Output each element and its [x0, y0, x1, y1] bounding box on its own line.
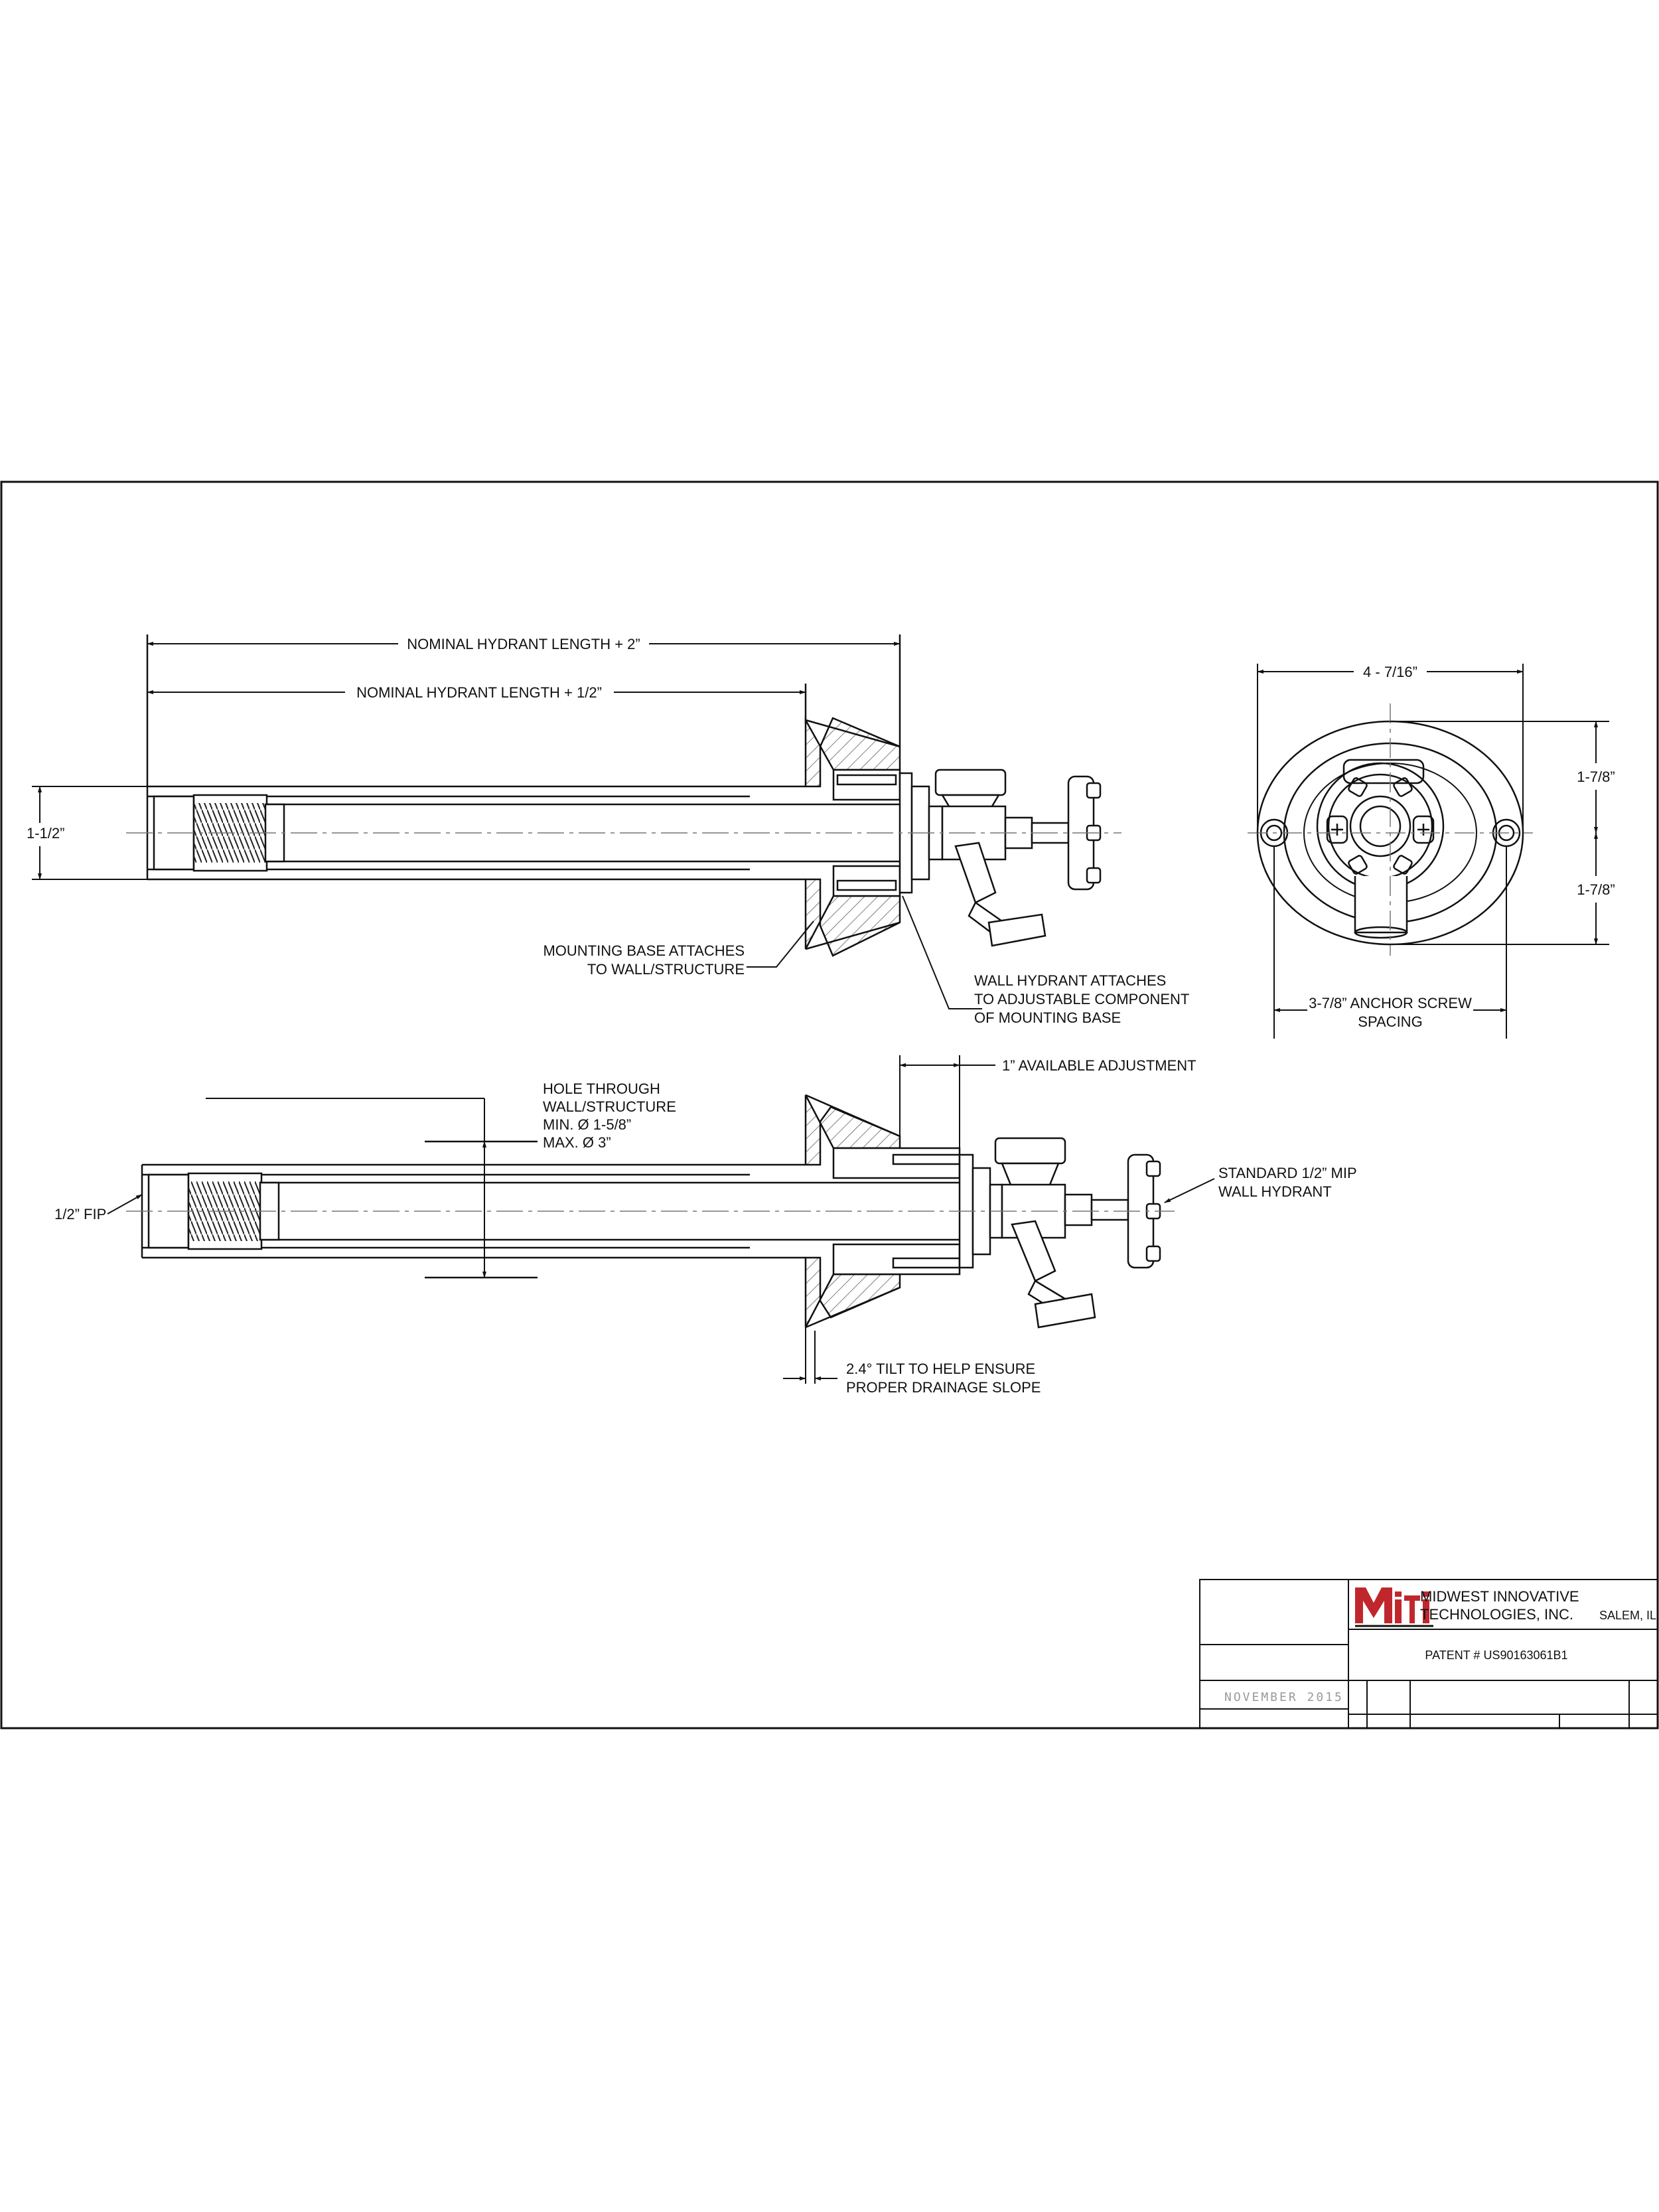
label-wall-hydrant-1: WALL HYDRANT ATTACHES — [974, 972, 1166, 989]
bottom-side-view — [141, 1094, 1161, 1329]
label-hole-1: HOLE THROUGH — [543, 1080, 660, 1097]
company-line-2: TECHNOLOGIES, INC. — [1420, 1606, 1573, 1623]
label-upper-1-7-8: 1-7/8” — [1577, 769, 1615, 785]
label-mip-1: STANDARD 1/2” MIP — [1218, 1165, 1357, 1181]
label-tilt-2: PROPER DRAINAGE SLOPE — [846, 1379, 1041, 1396]
end-view-center-lines — [1248, 703, 1533, 956]
label-lower-1-7-8: 1-7/8” — [1577, 881, 1615, 898]
label-hole-3: MIN. Ø 1-5/8” — [543, 1116, 631, 1133]
patent-number: PATENT # US90163061B1 — [1425, 1649, 1567, 1662]
sheet-border — [0, 480, 1659, 1730]
label-available-adjustment: 1” AVAILABLE ADJUSTMENT — [1002, 1057, 1196, 1074]
top-dimensions — [32, 642, 982, 1009]
label-dia-1-half: 1-1/2” — [27, 825, 64, 842]
label-tilt-1: 2.4° TILT TO HELP ENSURE — [846, 1361, 1035, 1377]
bottom-dimensions — [107, 1055, 1215, 1384]
company-line-1: MIDWEST INNOVATIVE — [1420, 1588, 1579, 1605]
label-mounting-base-1: MOUNTING BASE ATTACHES — [543, 942, 745, 959]
label-wall-hydrant-3: OF MOUNTING BASE — [974, 1009, 1121, 1026]
label-hole-4: MAX. Ø 3” — [543, 1134, 611, 1151]
label-width-4-7-16: 4 - 7/16” — [1363, 664, 1417, 680]
label-nominal-plus-2: NOMINAL HYDRANT LENGTH + 2” — [407, 636, 640, 652]
label-fip: 1/2” FIP — [54, 1206, 106, 1222]
label-nominal-plus-half: NOMINAL HYDRANT LENGTH + 1/2” — [356, 684, 602, 701]
label-hole-2: WALL/STRUCTURE — [543, 1098, 676, 1115]
label-wall-hydrant-2: TO ADJUSTABLE COMPONENT — [974, 991, 1189, 1007]
label-anchor-spacing-1: 3-7/8” ANCHOR SCREW — [1309, 995, 1472, 1011]
top-side-view — [146, 634, 1102, 957]
miti-logo — [1355, 1587, 1433, 1627]
end-view-dimensions — [1257, 664, 1609, 1039]
drawing-date: NOVEMBER 2015 — [1224, 1690, 1344, 1704]
title-block — [1199, 1579, 1658, 1729]
label-anchor-spacing-2: SPACING — [1358, 1013, 1422, 1030]
company-location: SALEM, IL — [1599, 1609, 1656, 1622]
label-mip-2: WALL HYDRANT — [1218, 1183, 1332, 1200]
label-mounting-base-2: TO WALL/STRUCTURE — [587, 961, 745, 978]
